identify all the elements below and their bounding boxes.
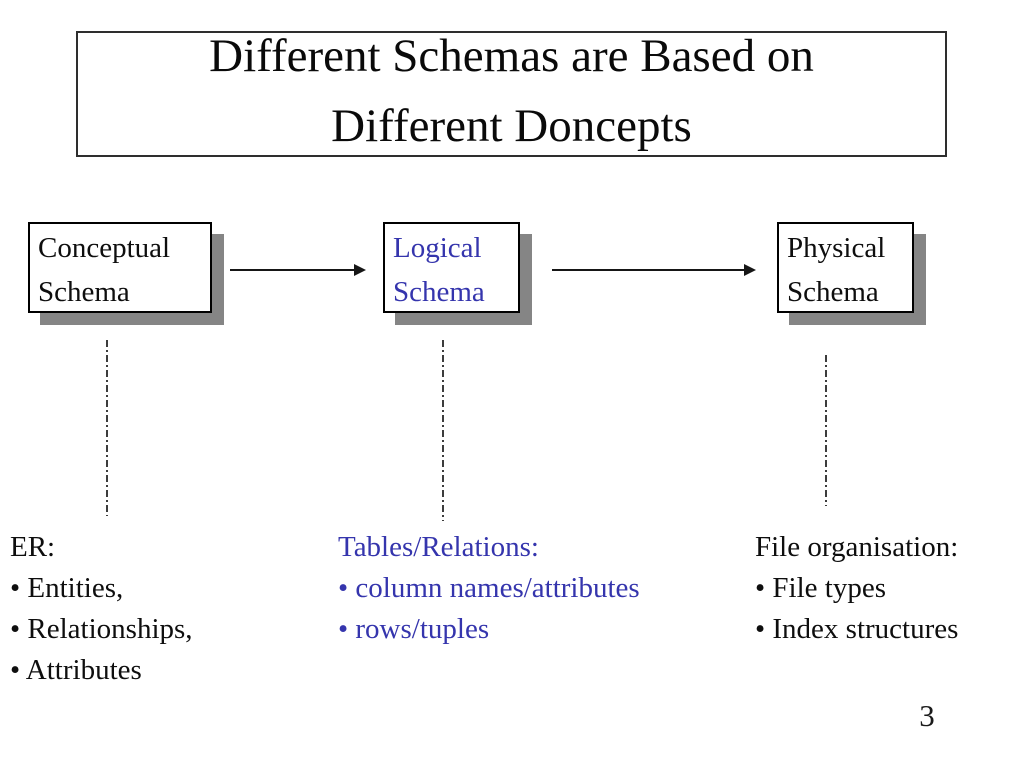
slide-title-line-1: Different Schemas are Based on: [209, 30, 814, 82]
physical-schema-label-line-1: Physical: [787, 232, 886, 264]
arrow-logical-to-physical-icon: [552, 264, 756, 276]
list-item: • File types: [755, 572, 886, 604]
conceptual-schema-label-line-1: Conceptual: [38, 232, 171, 264]
conceptual-schema-box: Conceptual Schema: [28, 222, 212, 313]
list-item: • rows/tuples: [338, 613, 490, 645]
logical-schema-box: Logical Schema: [383, 222, 520, 313]
list-item: • Index structures: [755, 613, 959, 645]
slide-title-box: Different Schemas are Based on Different…: [76, 30, 947, 157]
physical-schema-label-line-2: Schema: [787, 276, 879, 308]
conceptual-schema-label-line-2: Schema: [38, 276, 130, 308]
dashed-connector-conceptual: [106, 340, 108, 516]
dashed-connector-logical: [442, 340, 444, 521]
dashed-connector-physical: [825, 355, 827, 506]
physical-schema-box: Physical Schema: [777, 222, 914, 313]
notes-file-organisation: File organisation: • File types • Index …: [755, 527, 958, 650]
list-item: • Entities,: [10, 572, 124, 604]
arrow-conceptual-to-logical-icon: [230, 264, 366, 276]
logical-schema-label-line-2: Schema: [393, 276, 485, 308]
list-item: • column names/attributes: [338, 572, 640, 604]
page-number: 3: [919, 698, 935, 733]
notes-er: ER: • Entities, • Relationships, • Attri…: [10, 527, 193, 691]
list-item: • Attributes: [10, 654, 142, 686]
slide-title-line-2: Different Doncepts: [331, 100, 692, 152]
logical-schema-label-line-1: Logical: [393, 232, 482, 264]
notes-file-organisation-heading: File organisation:: [755, 531, 959, 563]
notes-er-heading: ER:: [10, 531, 56, 563]
list-item: • Relationships,: [10, 613, 193, 645]
slide-title: Different Schemas are Based on Different…: [78, 21, 945, 161]
notes-tables-relations-heading: Tables/Relations:: [338, 531, 539, 563]
notes-tables-relations: Tables/Relations: • column names/attribu…: [338, 527, 640, 650]
